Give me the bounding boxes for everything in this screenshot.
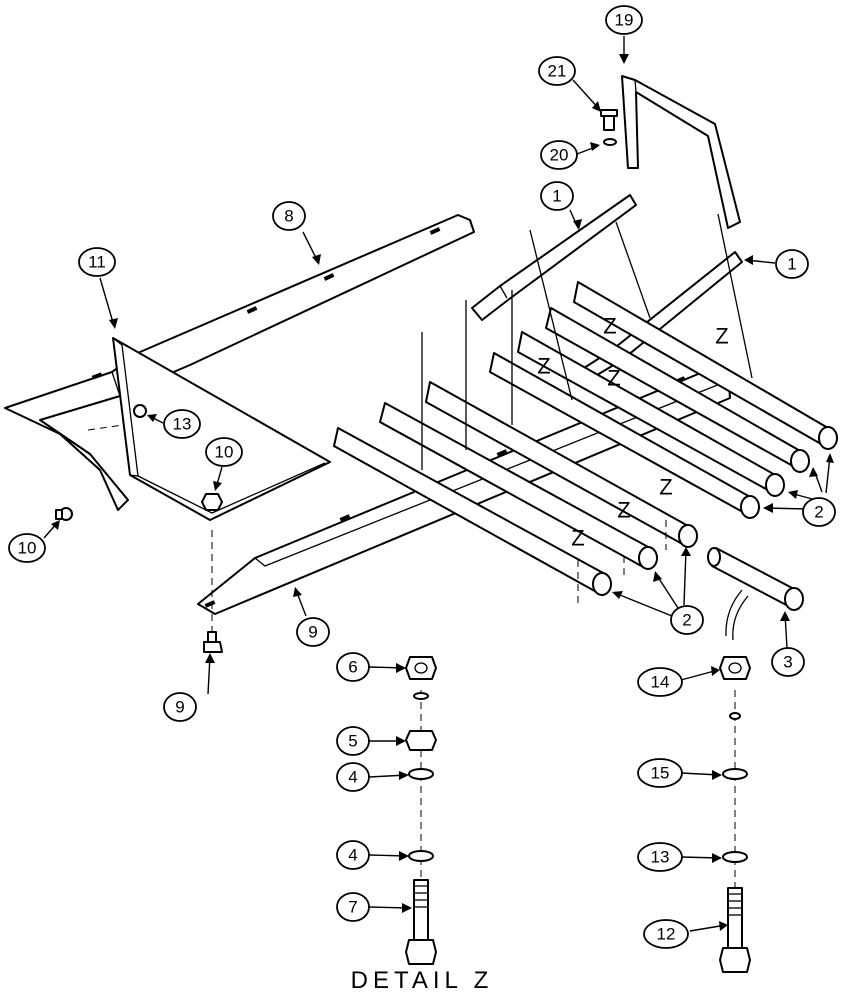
callout-15: 15 [637,758,683,788]
alignment-lines [211,213,753,900]
callout-8: 8 [272,201,306,231]
callout-6: 6 [336,652,370,682]
svg-text:12: 12 [657,925,676,944]
washer-15 [722,768,748,780]
svg-text:6: 6 [348,658,357,677]
bolt-10-left [55,507,73,521]
detail-z-right-stack [719,656,751,973]
z-marker: Z [607,366,620,391]
svg-text:10: 10 [215,443,234,462]
callout-11: 11 [78,247,116,277]
callout-1: 1 [775,249,809,279]
bolt-12 [719,887,751,973]
nut-10-upper [201,493,223,511]
svg-text:2: 2 [814,503,823,522]
z-marker: Z [617,498,630,523]
callout-10: 10 [205,437,243,467]
z-marker: Z [537,354,550,379]
svg-text:11: 11 [88,253,106,272]
washer-4-upper [408,768,434,780]
callout-12: 12 [643,919,689,949]
roller-lower-1 [425,381,698,548]
callout-14: 14 [637,667,683,697]
callout-21: 21 [538,56,576,86]
small-washer-right [729,712,741,720]
rollers [333,281,838,611]
z-marker: Z [603,314,616,339]
callout-1: 1 [540,181,574,211]
callout-10: 10 [8,533,46,563]
callout-2: 2 [802,497,836,527]
callout-13: 13 [637,842,683,872]
svg-text:1: 1 [552,187,561,206]
svg-text:19: 19 [615,11,634,30]
svg-text:4: 4 [348,846,357,865]
nut-5 [405,730,437,751]
zone-markers: Z Z Z Z Z Z Z [537,314,728,551]
locknut-14 [719,656,751,680]
svg-text:9: 9 [175,698,184,717]
svg-text:13: 13 [651,848,670,867]
svg-text:8: 8 [284,207,293,226]
roller-upper-1 [573,281,838,450]
svg-text:9: 9 [308,623,317,642]
svg-text:5: 5 [348,732,357,751]
svg-text:14: 14 [651,673,670,692]
svg-text:10: 10 [18,539,37,558]
washer-13 [722,851,748,863]
washer-4-lower [408,850,434,862]
svg-text:7: 7 [348,898,357,917]
z-marker: Z [715,324,728,349]
roller-lower-2 [379,402,658,570]
callouts: 19 21 20 1 1 8 11 13 10 10 2 2 3 9 9 6 5… [8,5,836,949]
callout-4: 4 [336,762,370,792]
arrowheads [51,54,834,931]
svg-text:3: 3 [783,653,792,672]
nut-13-on-plate [133,404,147,418]
callout-7: 7 [336,892,370,922]
callout-4: 4 [336,840,370,870]
callout-20: 20 [540,140,578,170]
roller-upper-2 [545,307,810,473]
callout-9: 9 [163,692,197,722]
side-plate [112,337,331,521]
z-marker: Z [571,526,584,551]
bracket-left [471,194,637,321]
svg-text:4: 4 [348,768,357,787]
bolt-21 [600,109,618,131]
svg-text:21: 21 [548,62,567,81]
bolt-9 [203,631,223,653]
callout-5: 5 [336,726,370,756]
callout-19: 19 [605,5,643,35]
bolt-7 [405,879,437,965]
callout-9: 9 [296,617,330,647]
callout-3: 3 [771,647,805,677]
callout-13: 13 [163,409,201,439]
roller-upper-3 [517,331,785,497]
svg-text:13: 13 [173,415,192,434]
svg-text:2: 2 [682,611,691,630]
washer-20 [603,138,617,146]
roller-lower-3 [333,427,612,596]
svg-text:20: 20 [550,146,569,165]
u-frame [621,75,741,229]
svg-text:15: 15 [651,764,670,783]
locknut-6 [405,656,437,680]
roller-upper-4 [489,352,760,519]
roller-single [707,547,804,611]
callout-2: 2 [670,605,704,635]
small-washer [413,692,429,700]
detail-z-caption: DETAIL Z [351,967,494,994]
z-marker: Z [659,475,672,500]
svg-text:1: 1 [787,255,796,274]
